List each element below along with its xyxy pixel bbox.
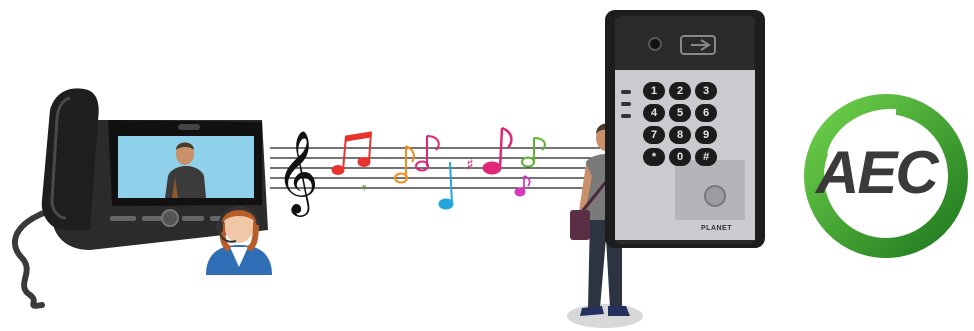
key-0[interactable]: 0 (669, 148, 691, 166)
brand-label: PLANET (701, 225, 732, 232)
svg-text:♯: ♯ (466, 155, 474, 174)
key-2[interactable]: 2 (669, 82, 691, 100)
key-6[interactable]: 6 (695, 104, 717, 122)
music-staff-icon: 𝄞 𝄾 ♯ (270, 118, 600, 218)
keypad: 1 2 3 4 5 6 7 8 9 * 0 # (643, 82, 721, 166)
key-1[interactable]: 1 (643, 82, 665, 100)
svg-text:𝄾: 𝄾 (362, 178, 367, 199)
key-3[interactable]: 3 (695, 82, 717, 100)
door-intercom-icon: 1 2 3 4 5 6 7 8 9 * 0 # PLANET (605, 10, 765, 248)
svg-text:𝄞: 𝄞 (276, 129, 319, 217)
key-7[interactable]: 7 (643, 126, 665, 144)
key-hash[interactable]: # (695, 148, 717, 166)
operator-headset-icon (200, 195, 278, 277)
key-9[interactable]: 9 (695, 126, 717, 144)
key-8[interactable]: 8 (669, 126, 691, 144)
aec-text: AEC (816, 138, 937, 207)
aec-logo-icon: AEC (796, 88, 972, 264)
key-4[interactable]: 4 (643, 104, 665, 122)
key-star[interactable]: * (643, 148, 665, 166)
key-5[interactable]: 5 (669, 104, 691, 122)
